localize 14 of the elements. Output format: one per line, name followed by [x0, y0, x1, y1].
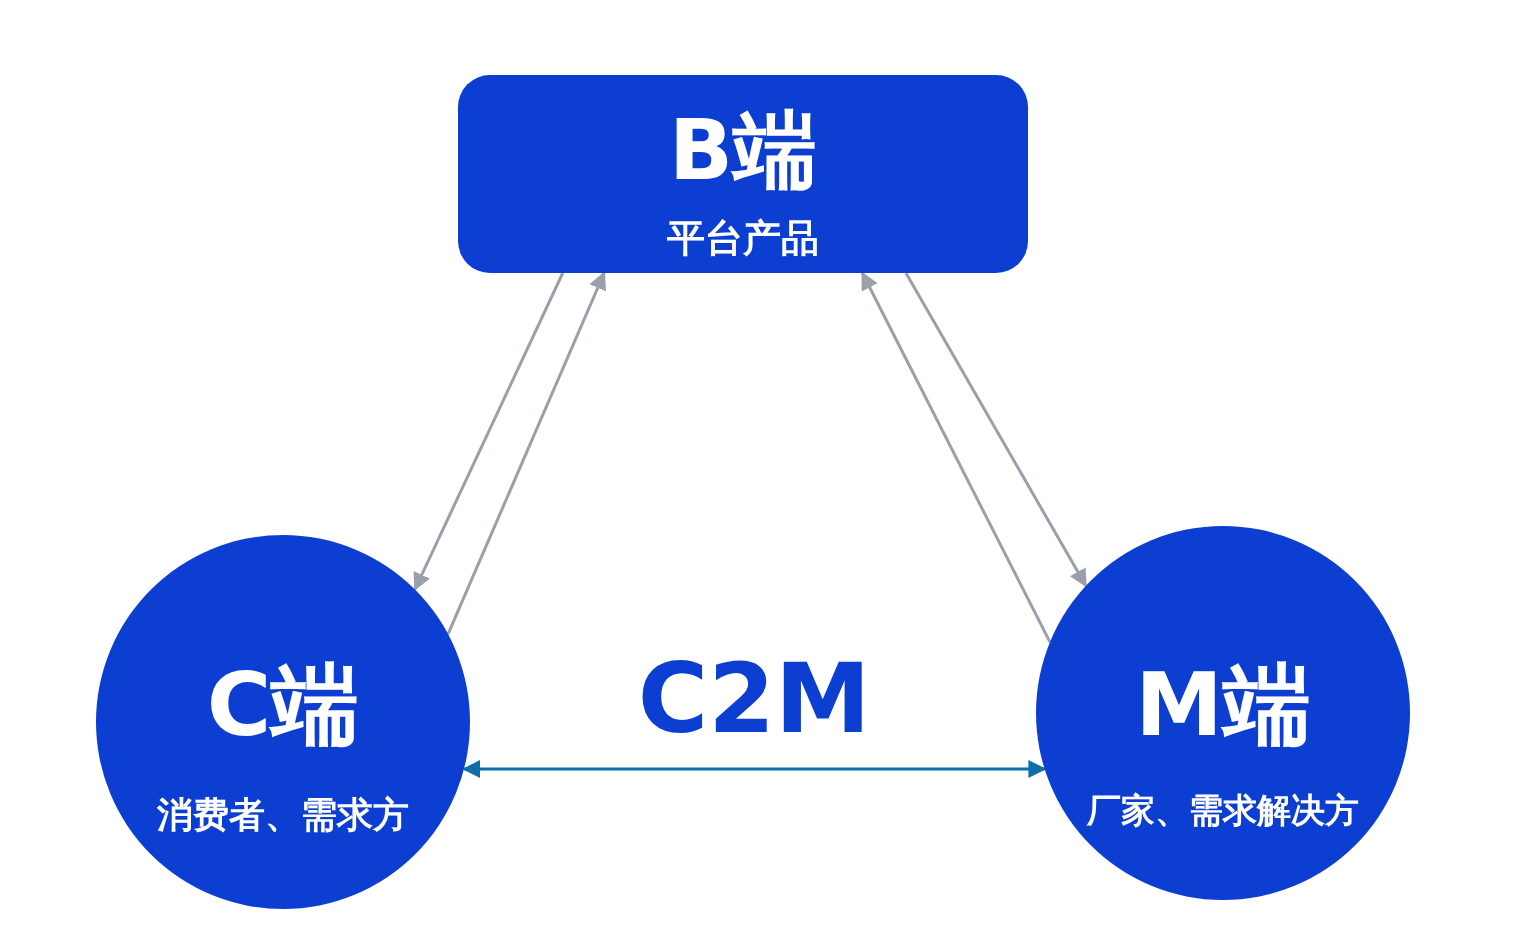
- node-subtitle: 消费者、需求方: [156, 797, 410, 833]
- arrow: [413, 272, 565, 592]
- rounded-box: [458, 75, 1028, 273]
- arrow: [861, 271, 1052, 643]
- circle-node: [1036, 526, 1410, 900]
- node-title: B端: [668, 108, 818, 192]
- arrow: [446, 271, 606, 635]
- node-title: C端: [205, 661, 361, 749]
- node-subtitle: 厂家、需求解决方: [1085, 793, 1360, 827]
- arrow: [462, 760, 1047, 778]
- arrow: [904, 272, 1088, 588]
- circle-node: [96, 535, 470, 909]
- node-subtitle: 平台产品: [666, 219, 820, 257]
- node-title: M端: [1134, 661, 1312, 749]
